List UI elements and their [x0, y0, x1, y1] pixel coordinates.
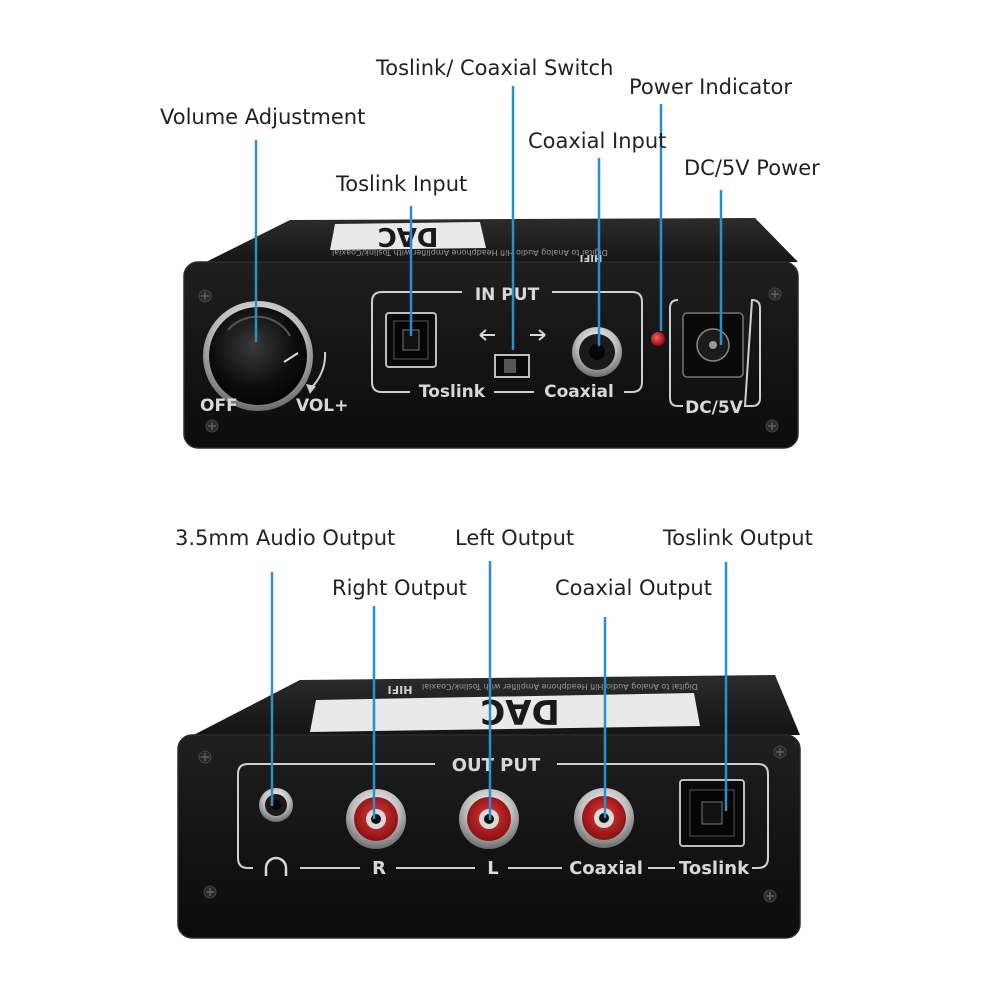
input-frame-label: IN PUT — [475, 285, 540, 305]
leader-lines — [254, 86, 728, 820]
vol-minus-label: OFF — [200, 396, 238, 416]
input-frame — [371, 291, 643, 393]
front-dac-logo: DAC — [330, 221, 486, 251]
front-device-face — [183, 261, 799, 449]
back-hifi-mark: HIFI — [388, 683, 413, 696]
dc-label: DC/5V — [685, 398, 744, 418]
callout-35mm-audio-output: 3.5mm Audio Output — [175, 526, 396, 550]
output-frame-label: OUT PUT — [452, 755, 541, 776]
input-switch[interactable] — [479, 329, 546, 378]
svg-text:DAC: DAC — [480, 691, 560, 731]
callout-left-output: Left Output — [455, 526, 575, 550]
dc-frame — [669, 298, 761, 407]
headphone-icon — [264, 856, 288, 876]
toslink-in-label: Toslink — [419, 382, 486, 402]
dc-power-port[interactable] — [682, 312, 744, 378]
vol-plus-label: VOL+ — [296, 396, 348, 416]
power-indicator-led — [651, 332, 665, 346]
coaxial-out-label: Coaxial — [569, 858, 643, 879]
toslink-output-port[interactable] — [679, 779, 745, 847]
volume-knob[interactable] — [203, 301, 313, 411]
front-screw-tl — [198, 289, 212, 303]
callout-power-indicator: Power Indicator — [629, 75, 792, 99]
output-frame — [237, 763, 769, 869]
callout-toslink-input: Toslink Input — [336, 172, 468, 196]
back-screw-bl — [203, 885, 217, 899]
front-screw-tr — [768, 287, 782, 301]
callout-toslink-coaxial-switch: Toslink/ Coaxial Switch — [376, 56, 614, 80]
callout-coaxial-input: Coaxial Input — [528, 129, 667, 153]
headphone-jack[interactable] — [259, 788, 293, 822]
front-screw-bl — [205, 419, 219, 433]
callout-right-output: Right Output — [332, 576, 467, 600]
rca-right-label: R — [372, 858, 386, 879]
svg-text:DAC: DAC — [378, 221, 439, 251]
front-device: DAC Digital to Analog Audio Hifi Headpho… — [183, 218, 799, 449]
front-description-text: Digital to Analog Audio Hifi Headphone A… — [332, 248, 608, 257]
callout-coaxial-output: Coaxial Output — [555, 576, 712, 600]
callout-volume-adjustment: Volume Adjustment — [160, 105, 366, 129]
callout-dc-5v-power: DC/5V Power — [684, 156, 820, 180]
back-screw-br — [763, 889, 777, 903]
front-hifi-mark: HIFI — [580, 252, 603, 263]
front-screw-br — [765, 419, 779, 433]
back-dac-logo: DAC — [310, 691, 700, 732]
back-description-text: Digital to Analog Audio Hifi Headphone A… — [422, 682, 698, 691]
back-screw-tl — [198, 750, 212, 764]
callout-toslink-output: Toslink Output — [663, 526, 813, 550]
coaxial-input-port[interactable] — [572, 327, 622, 377]
rca-left-label: L — [487, 858, 498, 879]
volume-arrowhead-icon — [306, 384, 316, 394]
rca-right-output[interactable] — [346, 789, 406, 849]
back-screw-tr — [773, 745, 787, 759]
toslink-out-label: Toslink — [679, 858, 750, 879]
coaxial-in-label: Coaxial — [544, 382, 614, 402]
